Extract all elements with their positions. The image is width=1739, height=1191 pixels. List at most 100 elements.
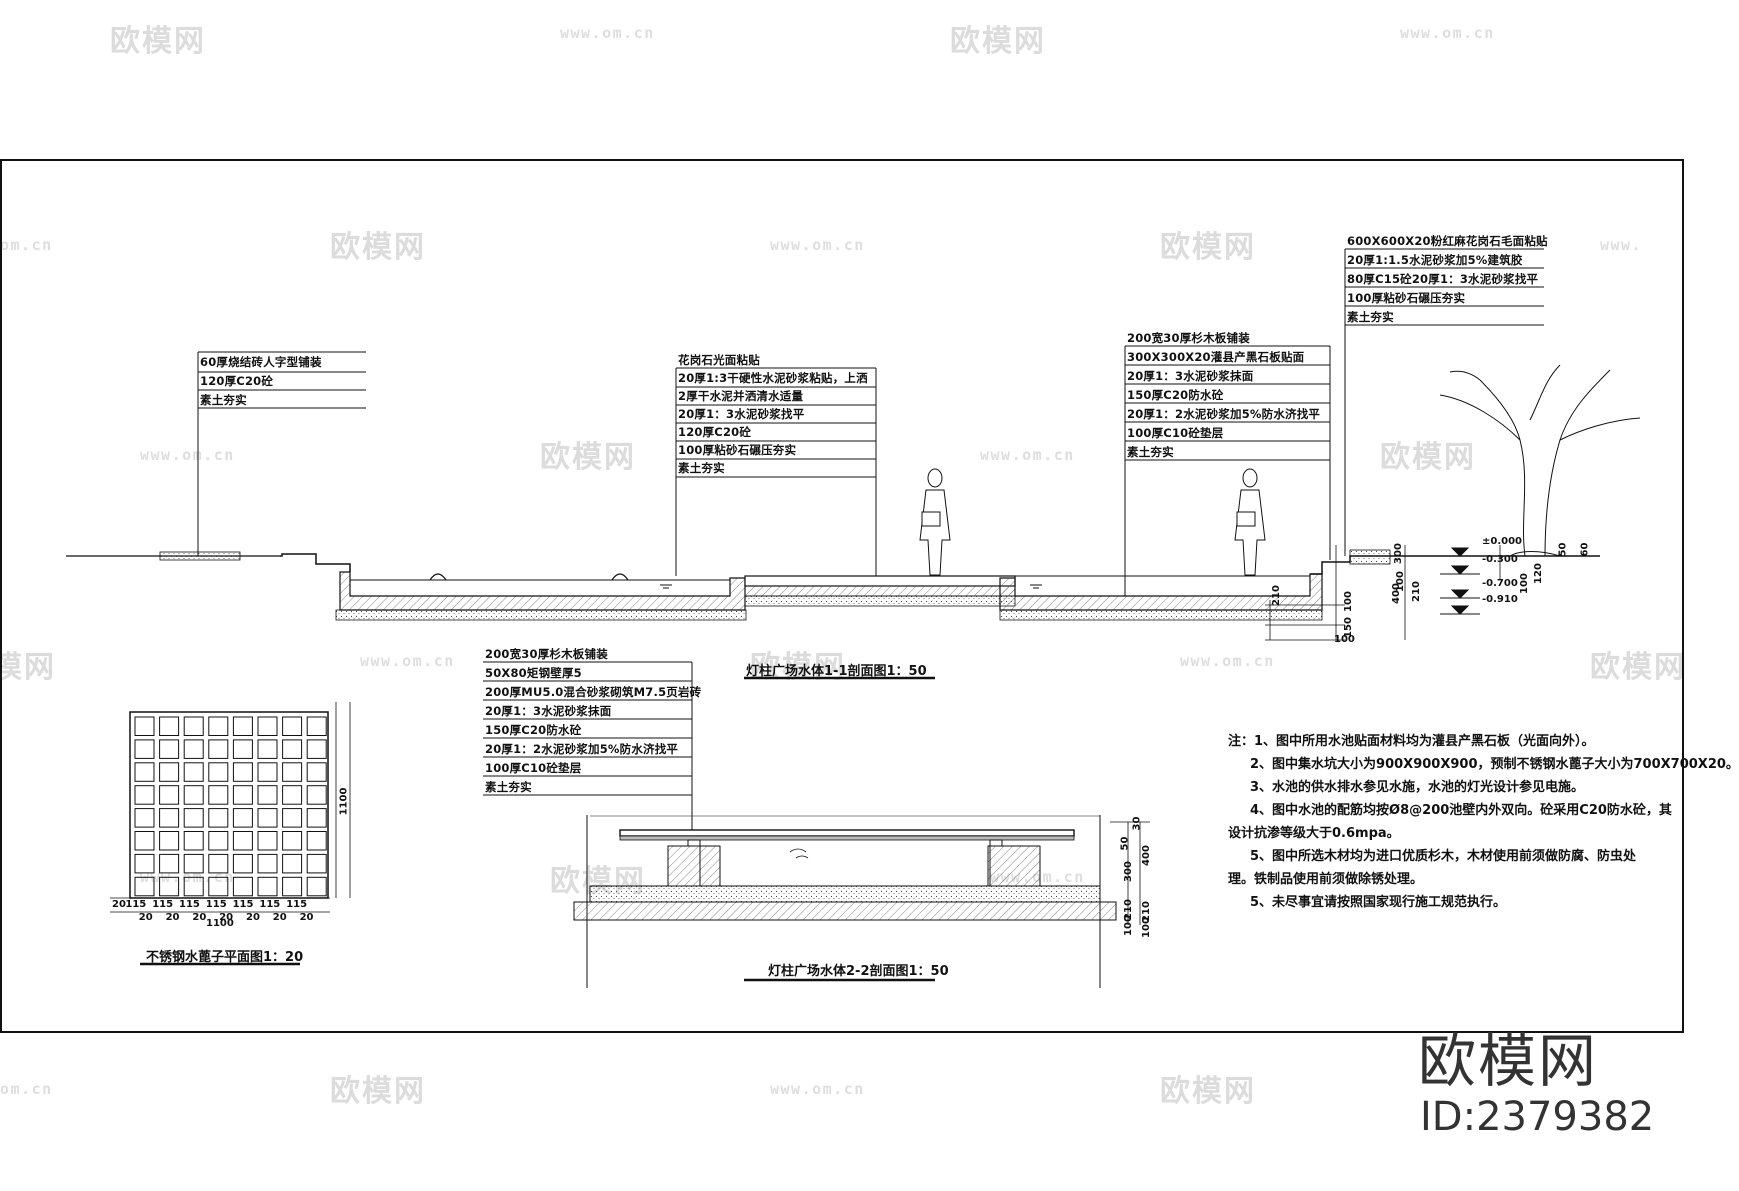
callout-line: 150厚C20防水砼 (485, 723, 582, 737)
drawing-border (0, 159, 1684, 1033)
watermark-url: www.om.cn (1400, 24, 1495, 42)
grate-cell (208, 762, 229, 782)
grate-cell (282, 853, 303, 874)
grate-cell (282, 785, 303, 805)
grate-cell (257, 716, 278, 736)
grate-cell (134, 853, 155, 874)
grate-cell (232, 831, 253, 851)
grate-cell (257, 831, 278, 851)
callout-line: 100厚粘砂石碾压夯实 (1347, 291, 1466, 305)
grate-cell (183, 808, 204, 828)
grate-bottom-dim: 115 (205, 899, 227, 910)
grate-bottom-dim: 20 (138, 912, 153, 923)
grate-cell (183, 785, 204, 805)
grate-cell (232, 876, 253, 897)
grate-cell (159, 739, 180, 759)
note-line: 3、水池的供水排水参见水施，水池的灯光设计参见电施。 (1250, 780, 1585, 795)
callout-line: 20厚1:3干硬性水泥砂浆粘贴，上洒 (678, 371, 868, 385)
level-1: -0.300 (1482, 554, 1518, 565)
grate-cell (134, 831, 155, 851)
grate-cell (257, 853, 278, 874)
grate-bottom-dim: 20 (165, 912, 180, 923)
grate-right-total: 1100 (338, 787, 350, 816)
watermark-url: www.om.cn (770, 1080, 865, 1098)
grate-cell (208, 716, 229, 736)
callout-line: 300X300X20灌县产黑石板贴面 (1127, 350, 1305, 364)
grate-cell (183, 876, 204, 897)
grate-cell (183, 716, 204, 736)
callout-line: 600X600X20粉红麻花岗石毛面粘贴 (1347, 234, 1548, 248)
grate-bottom-dim: 20 (299, 912, 314, 923)
grate-cell (282, 762, 303, 782)
grate-cell (208, 876, 229, 897)
callout-line: 20厚1：3水泥砂浆找平 (678, 407, 805, 421)
watermark-url: om.cn (0, 1080, 53, 1098)
watermark-url: om.cn (0, 236, 53, 254)
grate-bottom-dim: 115 (179, 899, 200, 910)
watermark-brand: 欧模网 (1380, 440, 1476, 475)
dim-22-100b: 100 (1140, 917, 1152, 938)
section-2-2-title: 灯柱广场水体2-2剖面图1：50 (768, 964, 949, 979)
grate-cell (306, 739, 327, 759)
callout-line: 200厚MU5.0混合砂浆砌筑M7.5页岩砖 (485, 685, 702, 699)
grate-cell (134, 808, 155, 828)
dim-60: 60 (1579, 542, 1591, 557)
grate-cell (159, 716, 180, 736)
note-line: 设计抗渗等级大于0.6mpa。 (1228, 826, 1400, 841)
callout-line: 150厚C20防水砼 (1127, 388, 1224, 402)
grate-cell (257, 876, 278, 897)
grate-plan-title: 不锈钢水蓖子平面图1：20 (146, 950, 304, 965)
dim-120: 120 (1532, 563, 1544, 584)
callout-line: 花岗石光面粘贴 (678, 353, 760, 367)
grate-bottom-dim: 20 (246, 912, 260, 923)
grate-bottom-total: 1100 (206, 918, 234, 929)
section-1-1-drawing (66, 248, 1641, 680)
callout-line: 素土夯实 (200, 393, 247, 407)
callout-line: 80厚C15砼20厚1：3水泥砂浆找平 (1347, 272, 1539, 286)
note-line: 5、图中所选木材均为进口优质杉木，木材使用前须做防腐、防虫处 (1250, 849, 1637, 864)
grate-cell (159, 831, 180, 851)
grate-cell (306, 808, 327, 828)
grate-cell (232, 853, 253, 874)
callout-line: 20厚1：2水泥砂浆加5%防水济找平 (485, 742, 679, 756)
dim-210: 210 (1410, 581, 1422, 602)
grate-plan-drawing (110, 702, 351, 966)
grate-cell (159, 853, 180, 874)
dim-100b: 100 (1518, 573, 1530, 594)
grate-bottom-dim: 115 (152, 899, 174, 910)
grate-cell (282, 831, 303, 851)
callout-line: 100厚C10砼垫层 (485, 761, 582, 775)
brand-id: ID:2379382 (1420, 1094, 1655, 1140)
dim-100d: 100 (1334, 634, 1355, 645)
grate-cell (232, 739, 253, 759)
grate-cell (257, 739, 278, 759)
grate-cell (232, 762, 253, 782)
grate-cell (257, 808, 278, 828)
grate-bottom-dim: 115 (286, 899, 308, 910)
grate-cell (159, 876, 180, 897)
grate-cell (306, 762, 327, 782)
grate-cell (183, 831, 204, 851)
note-line: 4、图中水池的配筋均按Ø8@200池壁内外双向。砼采用C20防水砼，其 (1250, 803, 1672, 818)
callout-line: 120厚C20砼 (200, 374, 274, 388)
watermark-brand: 欧模网 (1590, 650, 1686, 685)
watermark-url: www.om.cn (360, 652, 455, 670)
callout-line: 素土夯实 (1347, 310, 1394, 324)
grate-cell (257, 785, 278, 805)
grate-cell (159, 785, 180, 805)
callout-line: 60厚烧结砖人字型铺装 (200, 355, 322, 369)
note-line: 理。铁制品使用前须做除锈处理。 (1228, 872, 1424, 887)
grate-cell (282, 876, 303, 897)
dim-22-30: 30 (1131, 816, 1143, 831)
grate-cell (159, 762, 180, 782)
grate-cell (134, 716, 155, 736)
grate-cell (282, 739, 303, 759)
dim-22-300: 300 (1122, 861, 1134, 882)
section-2-2-drawing (483, 661, 1150, 988)
watermark-url: www.om.cn (560, 24, 655, 42)
grate-cell (282, 808, 303, 828)
dim-210b: 210 (1270, 585, 1282, 606)
dim-22-400: 400 (1140, 845, 1152, 866)
grate-bottom-dim: 20 (112, 899, 126, 910)
